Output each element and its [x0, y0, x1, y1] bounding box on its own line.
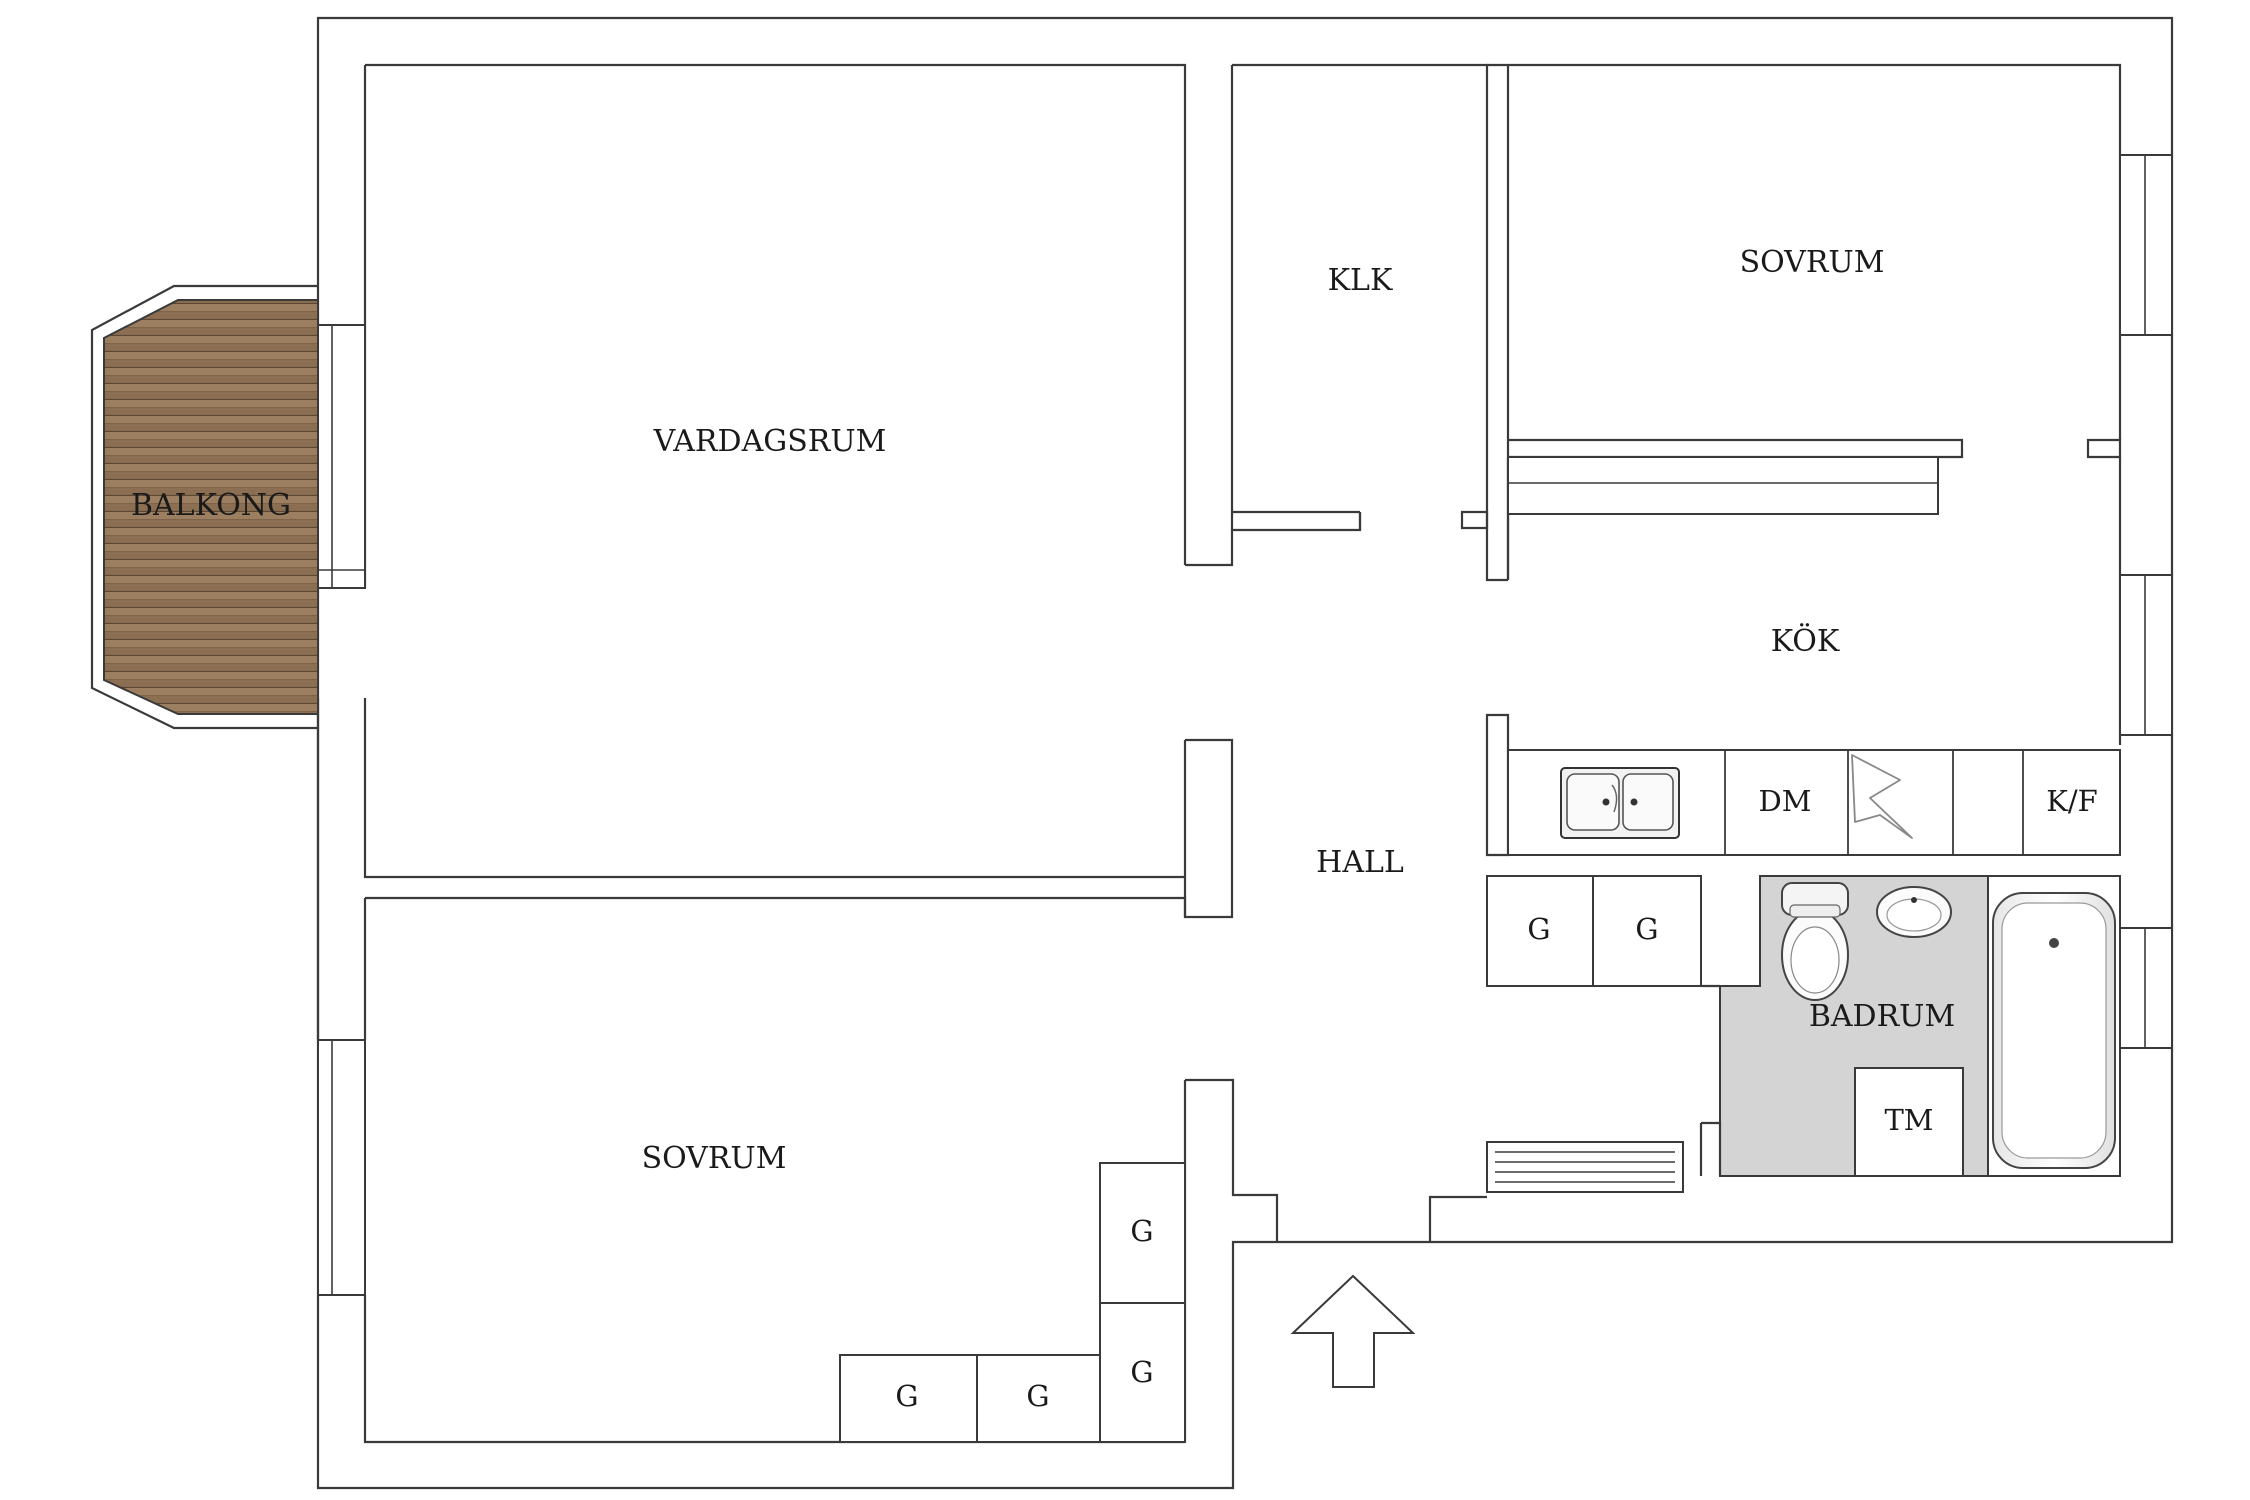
tm-label: TM [1884, 1103, 1933, 1137]
bedroom-wardrobe-1-label: G [1130, 1214, 1153, 1248]
hall: G G HALL [1183, 845, 1702, 1442]
badrum-label: BADRUM [1809, 999, 1955, 1034]
balcony: BALKONG [90, 284, 366, 730]
entrance-arrow-icon [1290, 1274, 1416, 1388]
bathroom: TM BADRUM [1699, 875, 2173, 1177]
bedroom-wardrobe-3-label: G [895, 1379, 918, 1413]
sovrum-bottom-label: SOVRUM [642, 1141, 787, 1176]
stove-icon [1845, 754, 1913, 850]
hall-wardrobe-1-label: G [1527, 912, 1550, 946]
walk-in-closet: KLK [1232, 63, 1508, 582]
kitchen: DM K/F KÖK [1485, 457, 2173, 857]
hall-label: HALL [1316, 845, 1404, 880]
wash-basin-icon [1876, 886, 1952, 938]
living-room: VARDAGSRUM [653, 65, 1362, 919]
vardagsrum-label: VARDAGSRUM [653, 424, 887, 459]
bedroom-wardrobe-4-label: G [1026, 1379, 1049, 1413]
dm-label: DM [1759, 784, 1812, 818]
sovrum-top-label: SOVRUM [1740, 245, 1885, 280]
radiator-icon [1486, 1141, 1684, 1193]
bedroom-bottom: G G G G SOVRUM [317, 896, 1187, 1444]
balkong-label: BALKONG [131, 488, 291, 523]
kf-label: K/F [2046, 784, 2098, 818]
kitchen-sink-icon [1560, 767, 1680, 839]
kok-label: KÖK [1771, 623, 1840, 659]
washing-machine [1854, 1067, 1964, 1177]
bathtub-icon [1992, 892, 2116, 1169]
hall-wardrobe-2-label: G [1635, 912, 1658, 946]
toilet-icon [1781, 882, 1849, 1001]
klk-label: KLK [1328, 263, 1393, 298]
kitchen-upper-cabinets [1507, 456, 1939, 515]
bedroom-wardrobe-2-label: G [1130, 1355, 1153, 1389]
